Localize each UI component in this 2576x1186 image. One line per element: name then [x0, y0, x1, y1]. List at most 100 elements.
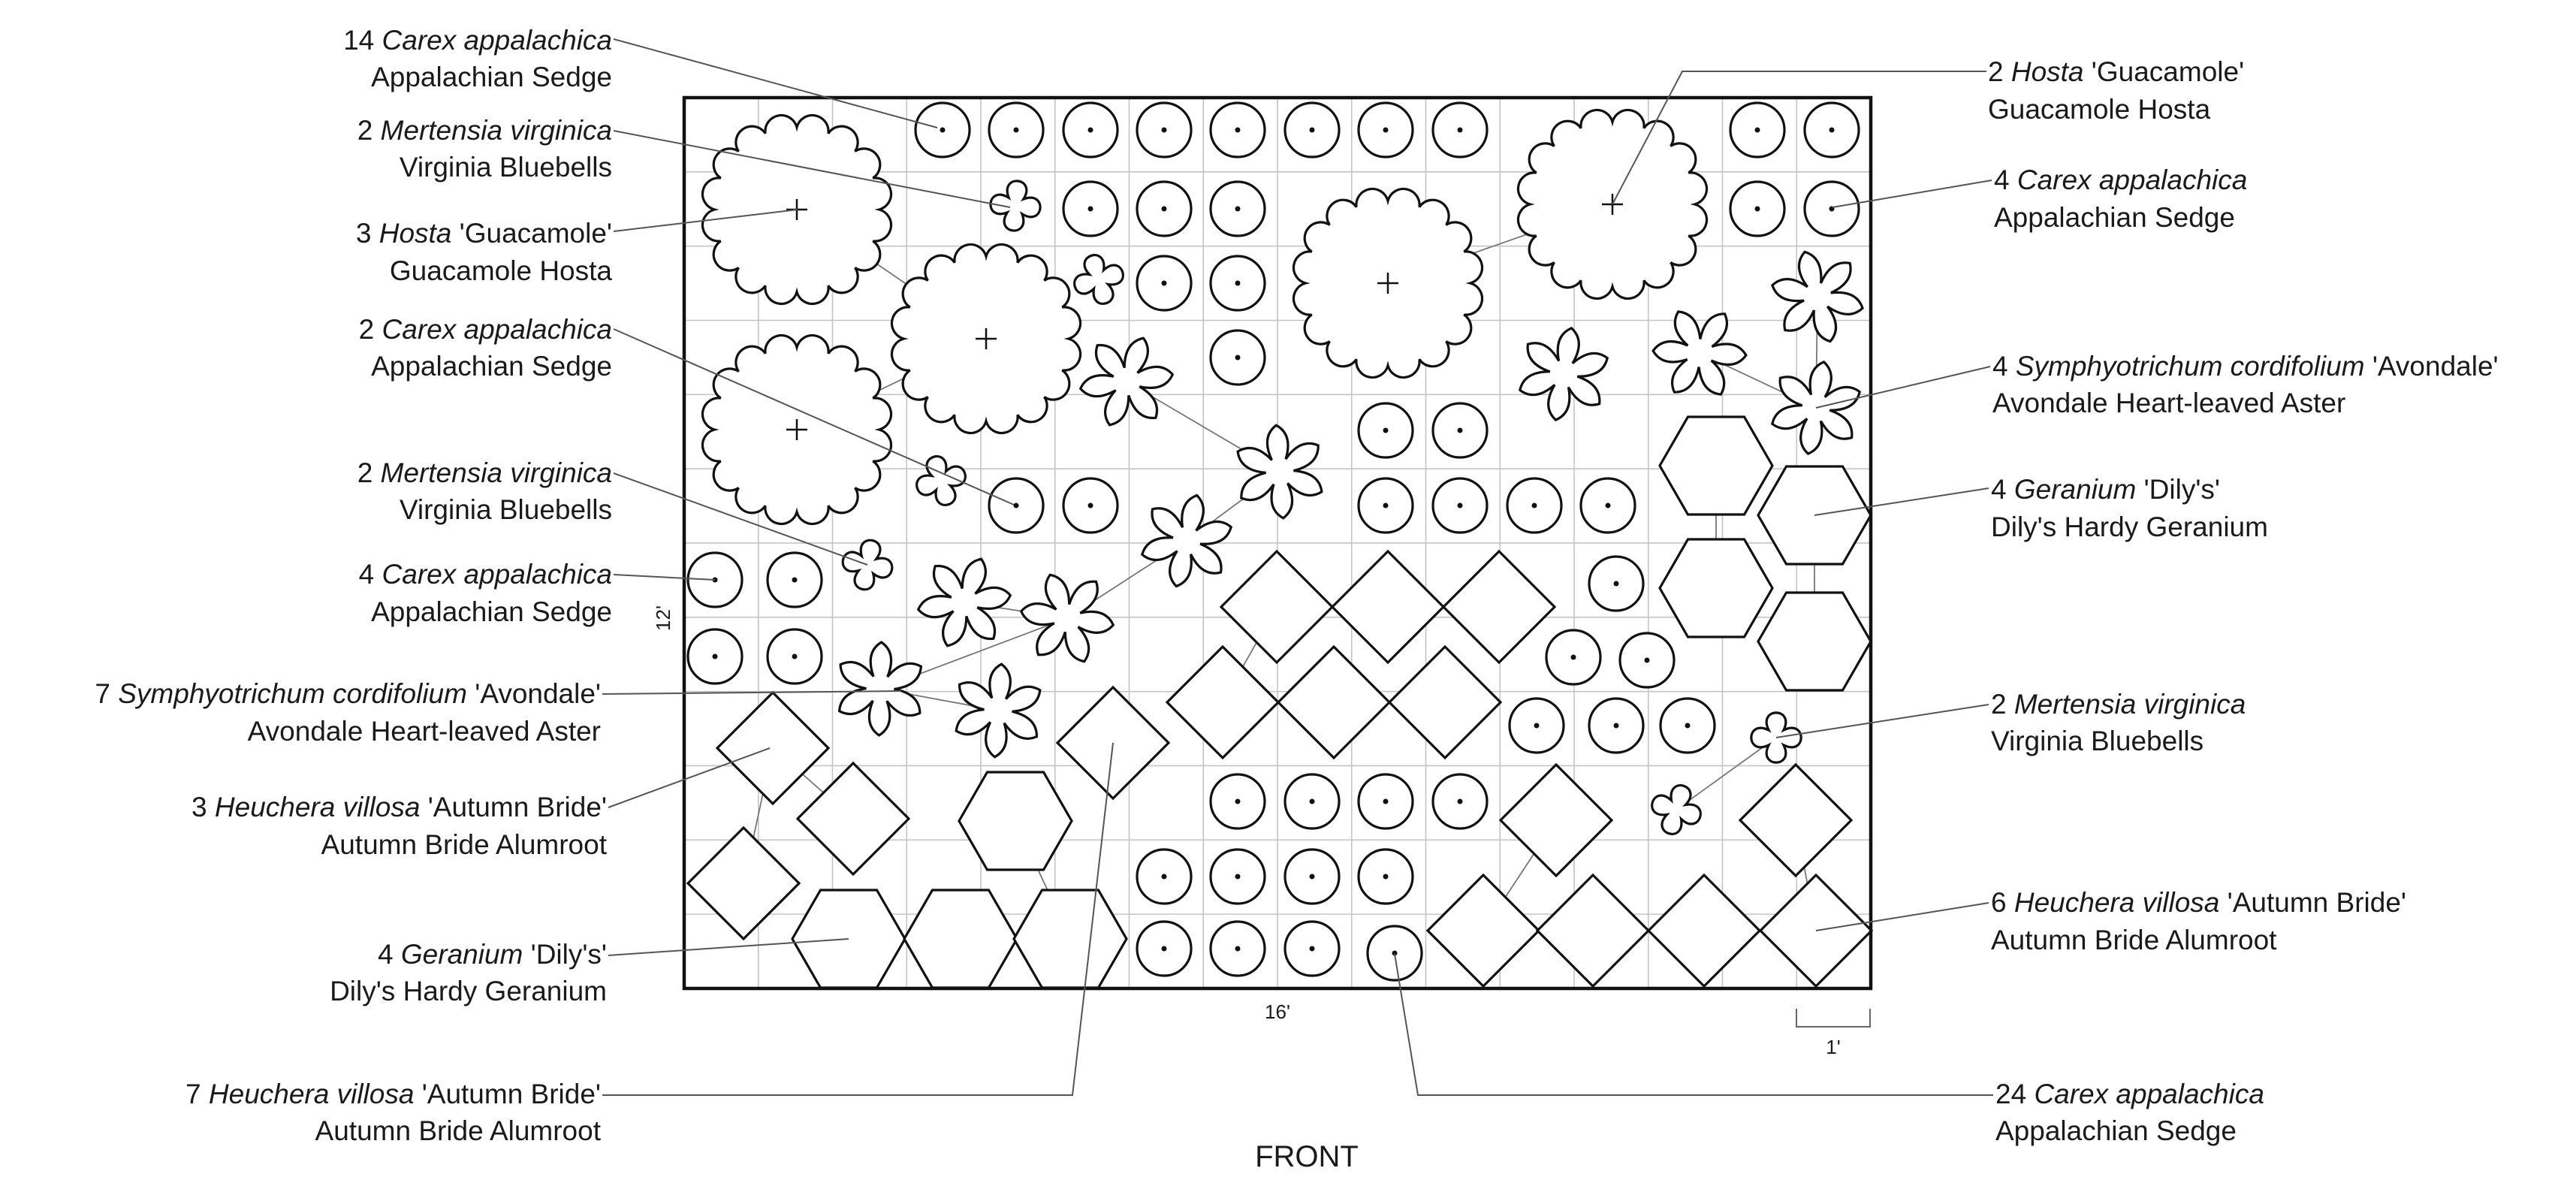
plant-center-dot: [1534, 723, 1540, 729]
label-count: 24: [1995, 1079, 2026, 1109]
plant-center-dot: [1383, 874, 1389, 880]
scale-bar-label: 1': [1826, 1036, 1840, 1058]
hexagon-icon: [1757, 591, 1872, 692]
leader-line: [1394, 953, 1993, 1096]
label-count: 4: [359, 559, 375, 590]
label-count: 7: [186, 1079, 201, 1109]
plant-center-dot: [1161, 127, 1167, 133]
plant-label-right-7: 24 Carex appalachica Appalachian Sedge: [1995, 1079, 2264, 1146]
label-cultivar: 'Dily's': [523, 939, 607, 970]
svg-text:2 Mertensia virginica: 2 Mertensia virginica: [357, 457, 612, 488]
four-petal-flower-icon: [1651, 784, 1702, 835]
group-connector: [1676, 737, 1777, 810]
six-petal-star-icon: [837, 641, 923, 737]
plant-center-dot: [1605, 502, 1611, 509]
label-common: Autumn Bride Alumroot: [315, 1115, 602, 1146]
plant-center-dot: [1235, 206, 1241, 212]
label-count: 7: [95, 678, 110, 709]
label-common: Autumn Bride Alumroot: [1991, 925, 2277, 955]
leader-line: [602, 742, 1114, 1096]
six-petal-star-icon: [1771, 250, 1864, 343]
label-count: 2: [359, 314, 375, 345]
label-count: 4: [1992, 351, 2008, 382]
six-petal-star-icon: [1140, 493, 1233, 588]
depth-dimension-label: 12': [652, 605, 674, 631]
plant-label-right-1: 2 Hosta 'Guacamole' Guacamole Hosta: [1988, 56, 2244, 125]
plant-label-left-2: 2 Mertensia virginica Virginia Bluebells: [357, 115, 612, 183]
plant-center-dot: [712, 653, 718, 659]
six-petal-star-icon: [955, 662, 1042, 759]
label-common: Appalachian Sedge: [1994, 202, 2235, 233]
label-cultivar: 'Autumn Bride': [414, 1079, 601, 1109]
plant-center-dot: [1235, 874, 1241, 880]
plant-label-left-3: 3 Hosta 'Guacamole' Guacamole Hosta: [356, 218, 613, 286]
plant-label-right-2: 4 Carex appalachica Appalachian Sedge: [1994, 164, 2247, 233]
bed-border: [682, 95, 1873, 991]
six-petal-star-icon: [1519, 327, 1609, 421]
diamond-icon: [1535, 873, 1651, 988]
leader-line: [1612, 71, 1986, 205]
plant-label-left-4: 2 Carex appalachica Appalachian Sedge: [359, 314, 612, 382]
plant-center-cross: [786, 419, 807, 440]
hexagon-icon: [1658, 415, 1774, 516]
label-count: 4: [1991, 474, 2007, 505]
diamond-icon: [795, 761, 911, 877]
plant-center-dot: [1235, 798, 1241, 804]
label-cultivar: 'Autumn Bride': [2219, 887, 2406, 918]
plant-center-dot: [1613, 723, 1619, 729]
plant-center-cross: [976, 328, 997, 349]
plant-label-left-1: 14 Carex appalachica Appalachian Sedge: [343, 25, 612, 92]
label-botanical: Carex appalachica: [382, 314, 612, 345]
plant-center-dot: [1457, 427, 1463, 433]
svg-text:7 Heuchera villosa 'Autumn Bri: 7 Heuchera villosa 'Autumn Bride': [186, 1079, 601, 1109]
svg-text:3 Hosta 'Guacamole': 3 Hosta 'Guacamole': [356, 218, 612, 249]
plant-center-dot: [1161, 946, 1167, 952]
label-common: Dily's Hardy Geranium: [330, 976, 607, 1006]
plant-center-dot: [1383, 427, 1389, 433]
svg-text:14 Carex appalachica: 14 Carex appalachica: [343, 25, 612, 56]
label-common: Dily's Hardy Geranium: [1991, 512, 2268, 542]
diamond-icon: [1219, 549, 1335, 665]
plant-label-right-4: 4 Geranium 'Dily's' Dily's Hardy Geraniu…: [1991, 474, 2268, 542]
label-botanical: Heuchera villosa: [209, 1079, 415, 1109]
label-count: 14: [343, 25, 374, 56]
plant-center-dot: [1087, 206, 1093, 212]
svg-text:2 Mertensia virginica: 2 Mertensia virginica: [357, 115, 612, 146]
four-petal-flower-icon: [989, 180, 1042, 232]
plant-center-dot: [1685, 723, 1691, 729]
plant-center-dot: [1235, 355, 1241, 361]
svg-text:3 Heuchera villosa 'Autumn Bri: 3 Heuchera villosa 'Autumn Bride': [192, 792, 607, 822]
label-botanical: Geranium: [401, 939, 523, 970]
hexagon-icon: [903, 889, 1018, 989]
group-connector: [877, 602, 1070, 711]
diamond-icon: [1276, 644, 1392, 760]
plant-center-dot: [1235, 280, 1241, 286]
label-cultivar: 'Avondale': [2365, 351, 2499, 382]
diamond-icon: [1646, 873, 1762, 988]
label-botanical: Carex appalachica: [2017, 164, 2247, 195]
plant-center-dot: [1392, 950, 1398, 956]
label-botanical: Symphyotrichum cordifolium: [2016, 351, 2365, 382]
plant-center-dot: [1613, 581, 1619, 587]
six-petal-star-icon: [916, 557, 1012, 647]
plant-label-right-6: 6 Heuchera villosa 'Autumn Bride' Autumn…: [1991, 887, 2406, 955]
plant-center-dot: [1644, 657, 1650, 663]
diamond-icon: [1330, 549, 1446, 665]
leader-line: [608, 747, 771, 808]
label-cultivar: 'Dily's': [2136, 474, 2220, 505]
label-botanical: Carex appalachica: [382, 559, 612, 590]
leader-line: [1832, 180, 1992, 208]
six-petal-star-icon: [1078, 336, 1175, 427]
label-botanical: Mertensia virginica: [2014, 689, 2246, 720]
four-petal-flower-icon: [915, 455, 967, 506]
plant-center-dot: [1383, 798, 1389, 804]
label-botanical: Heuchera villosa: [2014, 887, 2220, 918]
label-common: Appalachian Sedge: [371, 351, 612, 382]
label-botanical: Carex appalachica: [382, 25, 612, 56]
label-common: Virginia Bluebells: [1991, 726, 2203, 756]
svg-text:2 Mertensia virginica: 2 Mertensia virginica: [1991, 689, 2246, 720]
label-botanical: Hosta: [2011, 56, 2084, 87]
plant-center-dot: [792, 577, 798, 583]
plant-center-dot: [1457, 502, 1463, 509]
